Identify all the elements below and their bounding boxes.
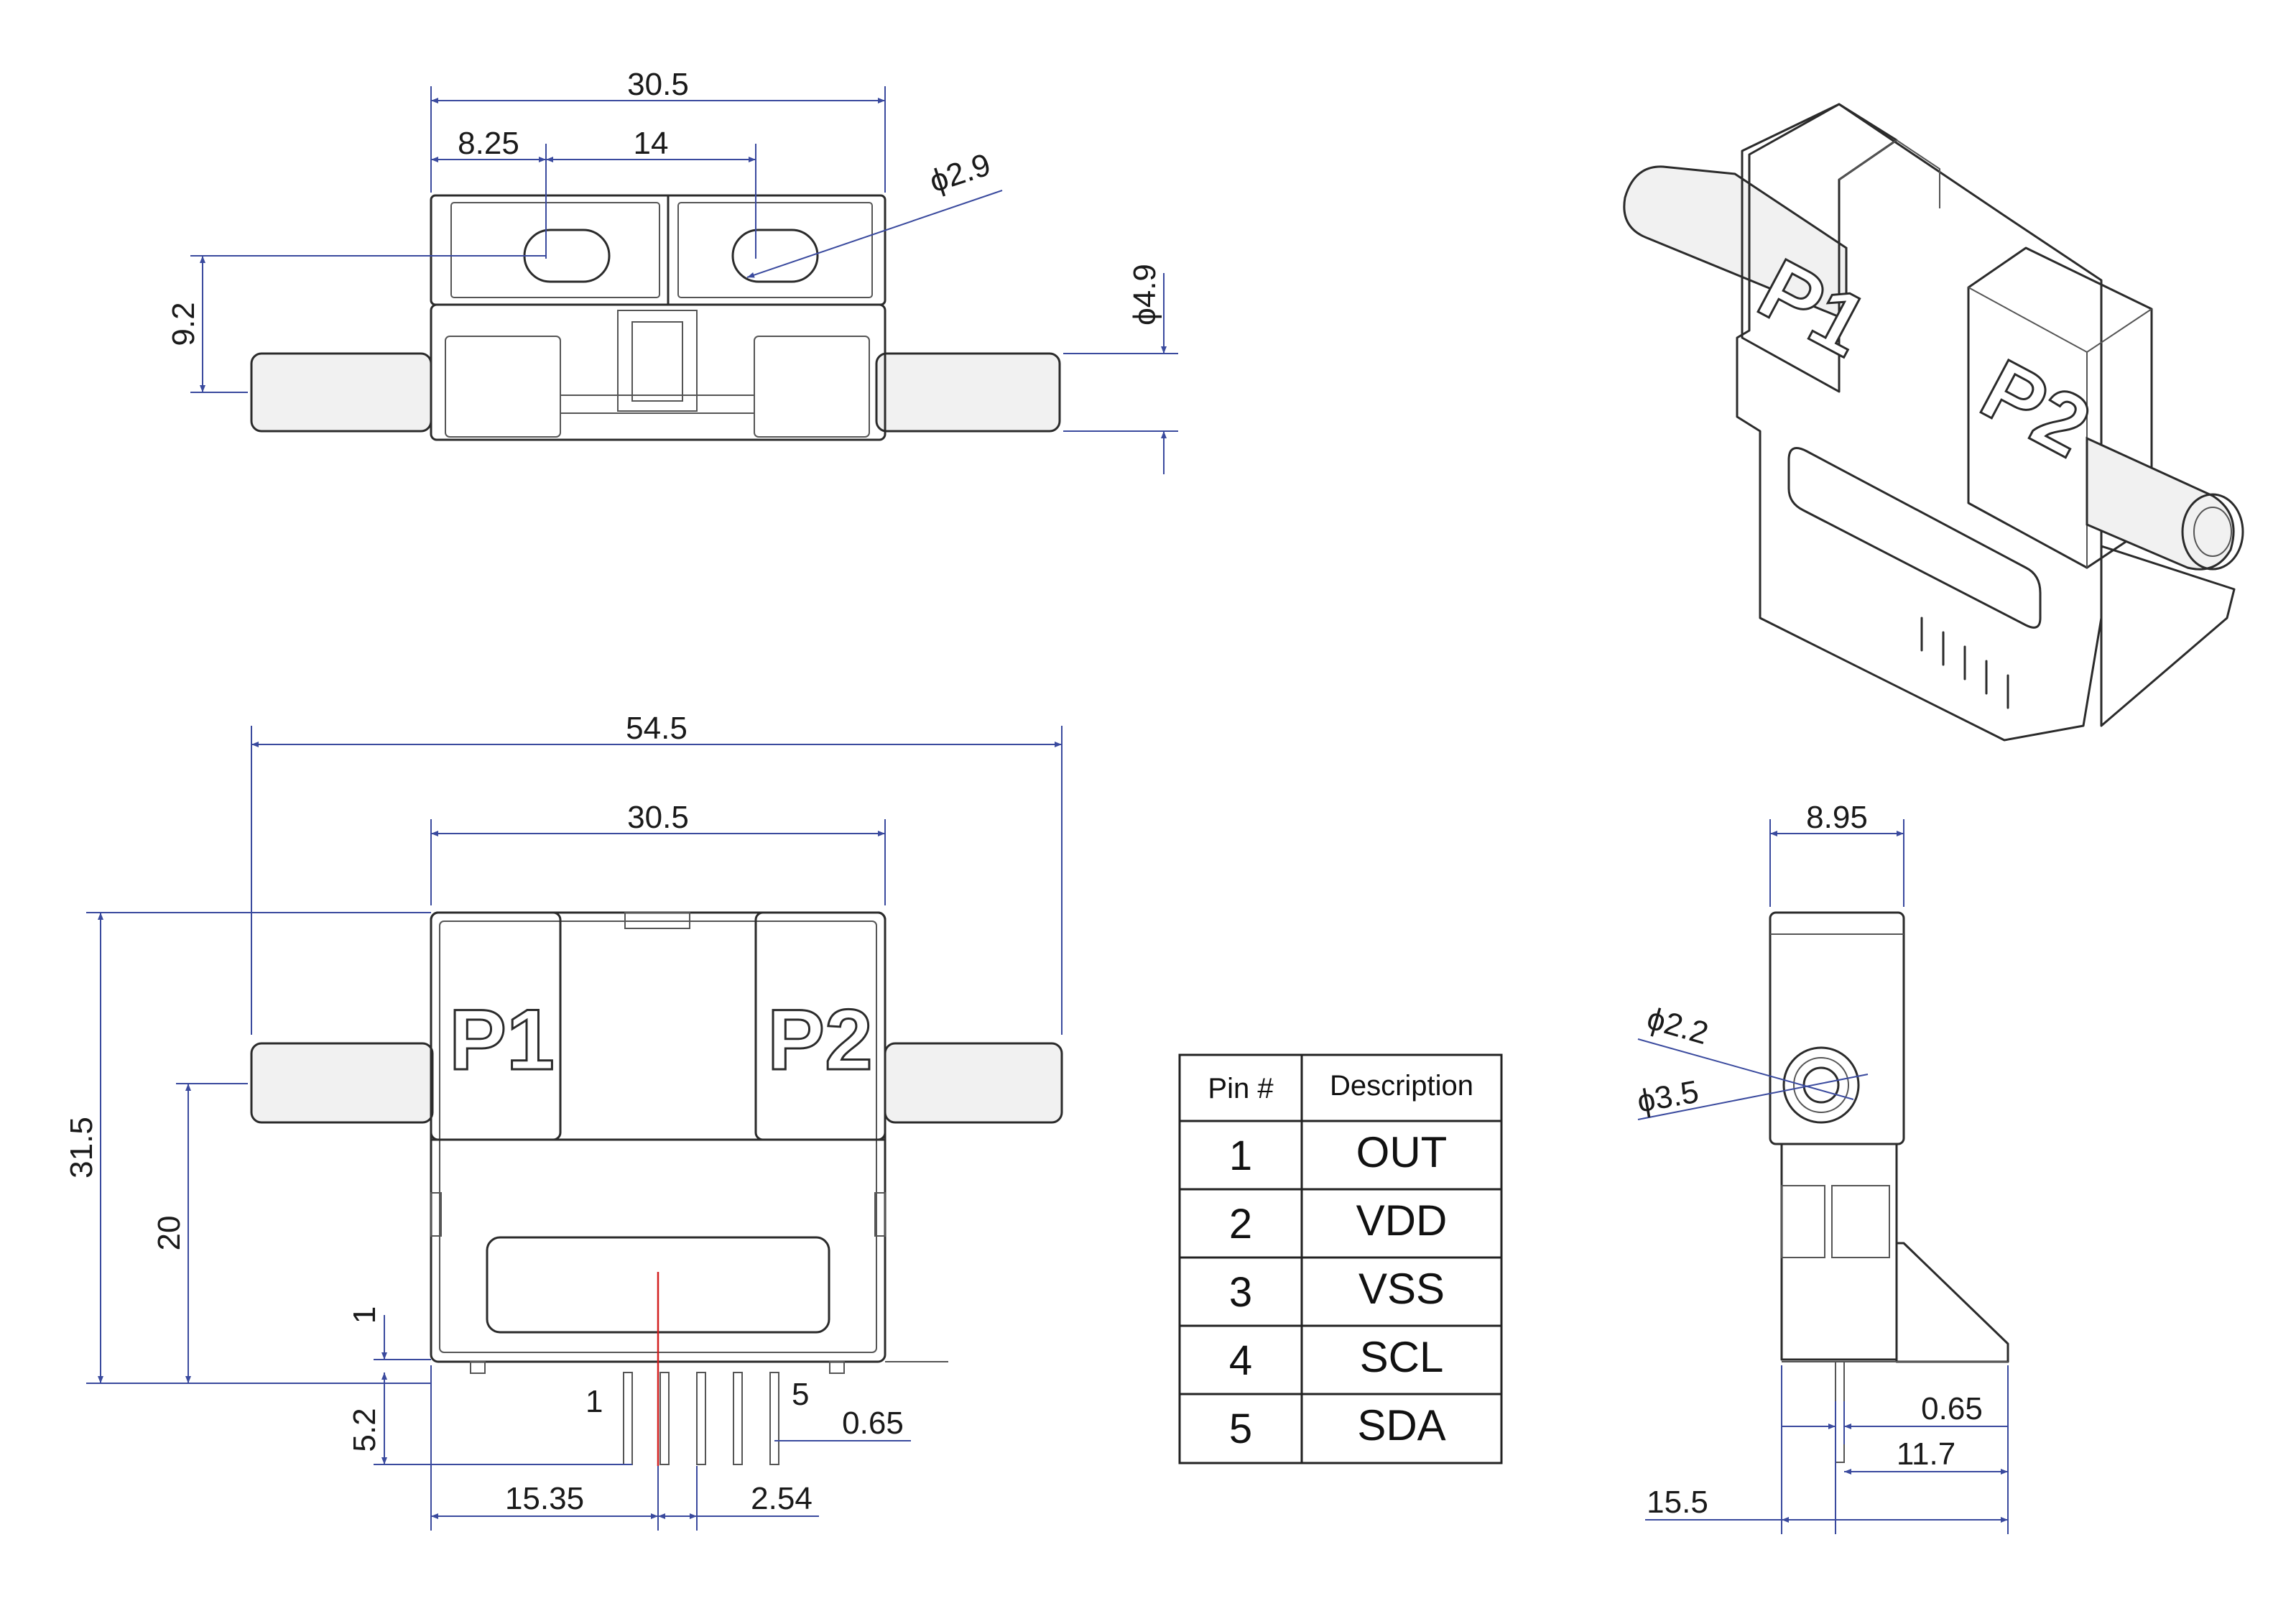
side-port-inner — [1802, 1066, 1840, 1104]
dim-pin-pitch: 2.54 — [751, 1481, 813, 1516]
table-cell-desc: SCL — [1360, 1333, 1444, 1381]
iso-tube-left — [1623, 165, 1848, 322]
dim-outer-diameter: ϕ3.5 — [1634, 1074, 1701, 1120]
pin-label-last: 5 — [792, 1377, 809, 1412]
dim-hole-diameter: ϕ2.9 — [925, 147, 995, 199]
dim-side-thickness: 8.95 — [1806, 800, 1868, 835]
table-row: 5 SDA — [1229, 1401, 1446, 1452]
pin-1 — [623, 1372, 633, 1465]
iso-body — [1736, 103, 2103, 742]
front-pins — [623, 1372, 779, 1465]
top-tube-right — [875, 352, 1061, 433]
table-row: 1 OUT — [1229, 1128, 1447, 1179]
table-row: 3 VSS — [1229, 1265, 1445, 1316]
side-port-outer — [1782, 1046, 1860, 1124]
dim-top-width: 30.5 — [627, 67, 689, 102]
iso-view: P1 P2 — [1623, 103, 2244, 742]
table-row: 4 SCL — [1229, 1333, 1443, 1384]
dim-overall-width: 54.5 — [626, 711, 688, 746]
table-header-pin: Pin # — [1208, 1073, 1274, 1104]
pin-2 — [659, 1372, 670, 1465]
pin-table: Pin # Description 1 OUT 2 VDD 3 VSS 4 SC… — [1178, 1053, 1503, 1464]
dim-overall-height: 31.5 — [64, 1117, 99, 1178]
table-cell-desc: VDD — [1356, 1196, 1448, 1245]
top-view: 30.5 8.25 14 ϕ2.9 9.2 ϕ4.9 — [166, 67, 1178, 474]
iso-label-window — [1787, 447, 2042, 629]
table-header-description: Description — [1330, 1070, 1473, 1102]
dim-pin-width: 0.65 — [842, 1406, 904, 1441]
pin-5 — [769, 1372, 779, 1465]
front-tube-right — [884, 1042, 1063, 1124]
dim-top-height: 9.2 — [166, 302, 201, 346]
pin-3 — [696, 1372, 706, 1465]
dim-top-offset: 8.25 — [458, 126, 519, 161]
iso-tube-right — [2086, 436, 2235, 571]
dim-pin-offset: 15.35 — [505, 1481, 584, 1516]
front-view: P1 P2 1 5 54.5 30.5 31.5 — [64, 711, 1063, 1531]
front-tube-left — [250, 1042, 434, 1124]
dim-port-spacing: 14 — [634, 126, 669, 161]
table-cell-pin: 3 — [1229, 1269, 1252, 1316]
dim-side-depth: 15.5 — [1647, 1485, 1708, 1520]
table-cell-desc: OUT — [1356, 1128, 1448, 1176]
table-cell-pin: 5 — [1229, 1406, 1252, 1452]
dim-side-pin-width: 0.65 — [1921, 1391, 1983, 1426]
pin-label-first: 1 — [585, 1384, 603, 1419]
pin-4 — [733, 1372, 743, 1465]
dim-pin-length: 5.2 — [347, 1408, 382, 1452]
top-body-lower — [430, 303, 887, 441]
table-cell-desc: SDA — [1357, 1401, 1445, 1449]
iso-port-label-p2: P2 — [1967, 341, 2106, 476]
table-cell-desc: VSS — [1358, 1265, 1445, 1313]
front-port-label-p1: P1 — [449, 992, 555, 1088]
dim-port-height: 20 — [152, 1216, 187, 1251]
side-body-upper — [1769, 911, 1905, 1145]
side-body-lower — [1780, 1143, 1898, 1361]
dim-standoff: 1 — [347, 1306, 382, 1324]
dim-tube-diameter: ϕ4.9 — [1127, 264, 1162, 326]
front-port-label-p2: P2 — [767, 992, 873, 1088]
port-slot-p2 — [731, 229, 819, 283]
top-tube-left — [250, 352, 432, 433]
table-cell-pin: 1 — [1229, 1132, 1252, 1179]
table-cell-pin: 2 — [1229, 1201, 1252, 1247]
table-cell-pin: 4 — [1229, 1337, 1252, 1384]
table-row: 2 VDD — [1229, 1196, 1447, 1247]
dim-pin-to-back: 11.7 — [1897, 1436, 1955, 1472]
side-pin — [1835, 1361, 1845, 1463]
dim-body-width: 30.5 — [627, 800, 689, 835]
iso-pins — [1920, 617, 2009, 709]
side-view: 8.95 ϕ2.2 ϕ3.5 0.65 11.7 15.5 — [1634, 800, 2009, 1534]
